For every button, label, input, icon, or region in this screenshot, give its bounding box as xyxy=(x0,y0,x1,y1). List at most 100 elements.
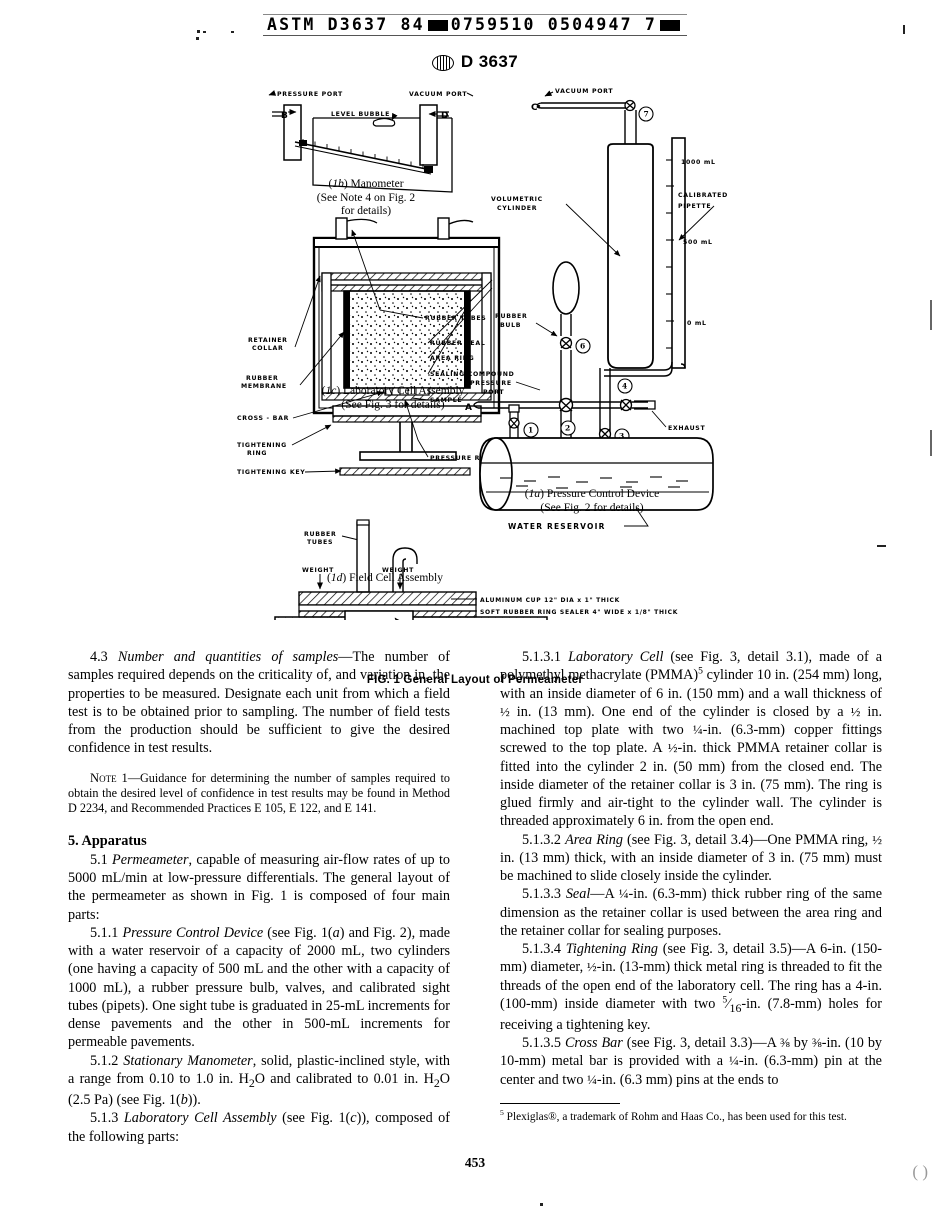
node-label-d: D xyxy=(441,111,449,121)
subcaption-1b: (1b) Manometer (See Note 4 on Fig. 2 for… xyxy=(276,178,456,219)
subcaption-1b-title: (1b) Manometer xyxy=(328,178,404,190)
barcode-label: ASTM D3637 84 xyxy=(266,15,425,34)
para-text: , capable of measuring air-flow rates of… xyxy=(68,851,450,923)
subcaption-1a-line2: (See Fig. 2 for details) xyxy=(540,501,644,514)
label-weight-right: WEIGHT xyxy=(382,567,414,574)
footnote-rule xyxy=(500,1102,620,1105)
label-rubber-seal: RUBBER SEAL xyxy=(430,340,485,347)
subcaption-1d-title: (1d) Field Cell Assembly xyxy=(327,572,443,584)
paragraph-5-1-3-4: 5.1.3.4 Tightening Ring (see Fig. 3, det… xyxy=(500,941,882,1033)
barcode-digits: 0759510 0504947 7 xyxy=(450,15,658,34)
volumetric-cylinder xyxy=(607,143,654,369)
label-rubber-tubes: RUBBER TUBES xyxy=(425,315,486,322)
paragraph-5-1: 5.1 Permeameter, capable of measuring ai… xyxy=(68,851,450,924)
label-rubber-bulb-l2: BULB xyxy=(500,322,521,329)
label-weight-left: WEIGHT xyxy=(302,567,334,574)
para-num: 5.1 xyxy=(90,851,108,868)
subcaption-1b-line3: for details) xyxy=(340,205,392,218)
footnote-marker: 5 xyxy=(500,1108,504,1118)
designation-number: D 3637 xyxy=(460,52,519,71)
para-num: 5.1.3.3 xyxy=(522,886,562,903)
permeameter-diagram: PRESSURE PORT VACUUM PORT LEVEL BUBBLE xyxy=(237,88,728,620)
para-num: 5.1.1 xyxy=(90,924,119,941)
para-title: Laboratory Cell Assembly xyxy=(123,1110,277,1127)
valve-4: 4 xyxy=(617,378,633,412)
svg-text:4: 4 xyxy=(622,382,628,391)
barcode-block-icon xyxy=(427,20,448,31)
label-calibrated-pipette-l1: CALIBRATED xyxy=(678,192,728,199)
paragraph-5-1-1: 5.1.1 Pressure Control Device (see Fig. … xyxy=(68,924,450,1051)
calibrated-pipette xyxy=(671,137,686,369)
scan-speckle xyxy=(540,1203,543,1206)
figure-caption: FIG. 1 General Layout of Permeameter xyxy=(366,674,584,686)
scan-speckle xyxy=(203,31,206,33)
figure-1: PRESSURE PORT VACUUM PORT LEVEL BUBBLE xyxy=(0,80,950,686)
label-rubber-bulb-l1: RUBBER xyxy=(495,313,527,320)
subcaption-1b-line2: (See Note 4 on Fig. 2 xyxy=(316,191,416,204)
paragraph-5-1-3-1: 5.1.3.1 Laboratory Cell (see Fig. 3, det… xyxy=(500,649,883,830)
label-vacuum-port: VACUUM PORT xyxy=(409,91,467,98)
para-num: 5.1.2 xyxy=(90,1052,119,1069)
body-columns: 4.3 Number and quantities of samples—The… xyxy=(0,648,950,1168)
label-pressure-ring: PRESSURE RING xyxy=(430,455,495,462)
svg-text:6: 6 xyxy=(580,342,586,351)
label-sealing-compound: SEALING COMPOUND xyxy=(430,371,514,378)
svg-text:3: 3 xyxy=(619,432,625,441)
designation-line: D 3637 xyxy=(0,52,950,73)
scan-speckle xyxy=(196,37,199,40)
label-retainer-collar-l2: COLLAR xyxy=(252,345,283,352)
scan-speckle xyxy=(877,545,886,547)
subcaption-1a: (1a) Pressure Control Device (See Fig. 2… xyxy=(467,488,717,515)
scale-500-ml: 500 mL xyxy=(683,239,713,246)
para-num: 5.1.3.2 xyxy=(522,831,562,848)
scan-speckle xyxy=(197,30,200,33)
paragraph-5-1-3-3: 5.1.3.3 Seal—A ¼-in. (6.3-mm) thick rubb… xyxy=(500,886,883,939)
node-label-c: C xyxy=(531,103,538,113)
label-soft-rubber-ring: SOFT RUBBER RING SEALER 4" WIDE x 1/8" T… xyxy=(480,609,678,616)
label-vacuum-port-right: VACUUM PORT xyxy=(555,88,613,95)
paragraph-5-1-3: 5.1.3 Laboratory Cell Assembly (see Fig.… xyxy=(68,1110,451,1145)
para-title: Number and quantities of samples xyxy=(117,649,339,665)
astm-roundel-icon xyxy=(431,55,454,71)
para-title: Seal xyxy=(565,886,591,903)
scan-edge-tick xyxy=(930,300,932,330)
scale-0-ml: 0 mL xyxy=(687,320,707,327)
valve-1: 1 xyxy=(508,417,539,438)
barcode-header: ASTM D3637 84 0759510 0504947 7 xyxy=(0,14,950,36)
node-label-b: B xyxy=(281,111,289,121)
paragraph-4-3: 4.3 Number and quantities of samples—The… xyxy=(68,648,450,758)
para-num: 5.1.3.5 xyxy=(522,1035,562,1052)
label-level-bubble: LEVEL BUBBLE xyxy=(331,111,390,118)
para-title: Stationary Manometer xyxy=(123,1052,253,1069)
para-title: Pressure Control Device xyxy=(122,924,264,941)
subcaption-1c-line2: (See Fig. 3 for details) xyxy=(341,398,445,411)
subcaption-1a-title: (1a) Pressure Control Device xyxy=(524,488,660,500)
para-title: Permeameter xyxy=(112,851,189,868)
para-num: 5.1.3.1 xyxy=(522,649,562,665)
para-text: —The number of samples required depends … xyxy=(68,649,450,757)
valve-2: 2 xyxy=(558,397,576,436)
barcode-line: ASTM D3637 84 0759510 0504947 7 xyxy=(262,14,688,36)
label-rubber-tubes-l1: RUBBER xyxy=(304,531,336,538)
para-title: Laboratory Cell xyxy=(568,649,664,665)
label-tightening-ring-l2: RING xyxy=(247,450,267,457)
label-retainer-collar-l1: RETAINER xyxy=(248,337,288,344)
svg-text:1: 1 xyxy=(528,426,534,435)
para-num: 5.1.3.4 xyxy=(522,941,562,957)
footnote-ref: 5 xyxy=(698,665,703,677)
page-number: 453 xyxy=(464,1155,486,1170)
barcode-block-icon xyxy=(660,20,681,31)
label-volumetric-cylinder-l1: VOLUMETRIC xyxy=(491,196,543,203)
water-reservoir xyxy=(479,437,714,511)
subcaption-1c: (1c) Laboratory Cell Assembly (See Fig. … xyxy=(268,385,518,412)
footnote-text: Plexiglas®, a trademark of Rohm and Haas… xyxy=(503,1111,847,1124)
footnote-5: 5 Plexiglas®, a trademark of Rohm and Ha… xyxy=(500,1108,882,1124)
column-left: 4.3 Number and quantities of samples—The… xyxy=(68,648,450,1146)
scan-corner-artifact: ( ) xyxy=(912,1162,928,1181)
paragraph-5-1-2: 5.1.2 Stationary Manometer, solid, plast… xyxy=(68,1052,451,1108)
svg-text:2: 2 xyxy=(565,424,571,433)
label-rubber-membrane-l2: MEMBRANE xyxy=(241,383,287,390)
note-label: Note 1 xyxy=(90,770,128,785)
label-pressure-port-l1: PRESSURE xyxy=(470,380,512,387)
